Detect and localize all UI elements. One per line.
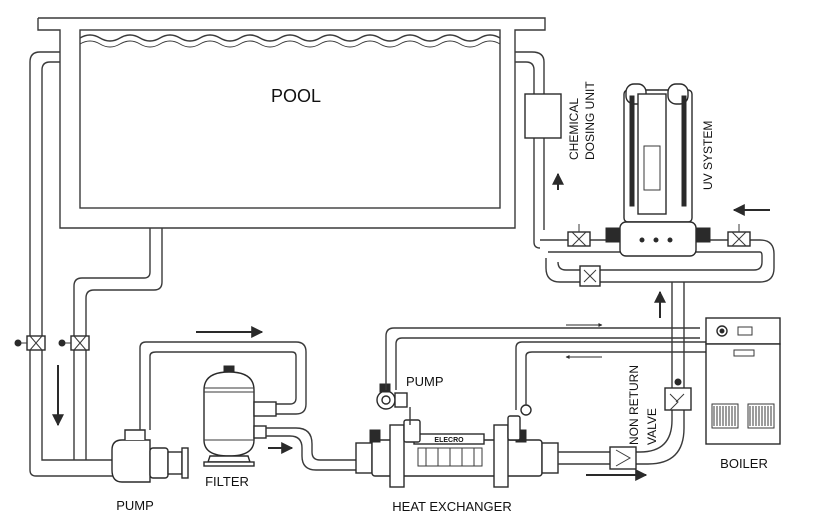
filter [203, 365, 360, 471]
boiler [705, 317, 781, 445]
valve-left-2 [58, 335, 90, 351]
uv-system-label: UV SYSTEM [701, 121, 715, 190]
uv-valves [567, 224, 751, 247]
heat-exchanger-label: HEAT EXCHANGER [392, 499, 511, 514]
uv-system [605, 83, 711, 257]
heat-exchanger: ELECRO [355, 404, 559, 488]
filter-label: FILTER [205, 474, 249, 489]
heat-exchanger-brand: ELECRO [434, 437, 464, 444]
main-pump [111, 341, 307, 483]
boiler-loop [515, 323, 706, 410]
boiler-label: BOILER [720, 456, 768, 471]
pump-booster-label: PUMP [406, 374, 444, 389]
chemical-dosing-unit [524, 93, 562, 139]
pump-main-label: PUMP [116, 498, 154, 513]
pool: POOL [37, 17, 546, 229]
outlet-pipes [558, 285, 692, 470]
return-pipes [14, 51, 163, 477]
pool-label: POOL [271, 86, 321, 106]
svg-text:VALVE: VALVE [645, 408, 659, 445]
non-return-valve-label: NON RETURN VALVE [627, 365, 659, 445]
booster-pump [376, 327, 700, 425]
svg-text:NON RETURN: NON RETURN [627, 365, 641, 445]
svg-text:DOSING UNIT: DOSING UNIT [583, 81, 597, 160]
chemical-dosing-label: CHEMICAL DOSING UNIT [567, 81, 597, 160]
valve-left-1 [14, 335, 46, 351]
water-surface [79, 34, 501, 42]
inlet-pipes [515, 51, 775, 287]
svg-text:CHEMICAL: CHEMICAL [567, 98, 581, 160]
